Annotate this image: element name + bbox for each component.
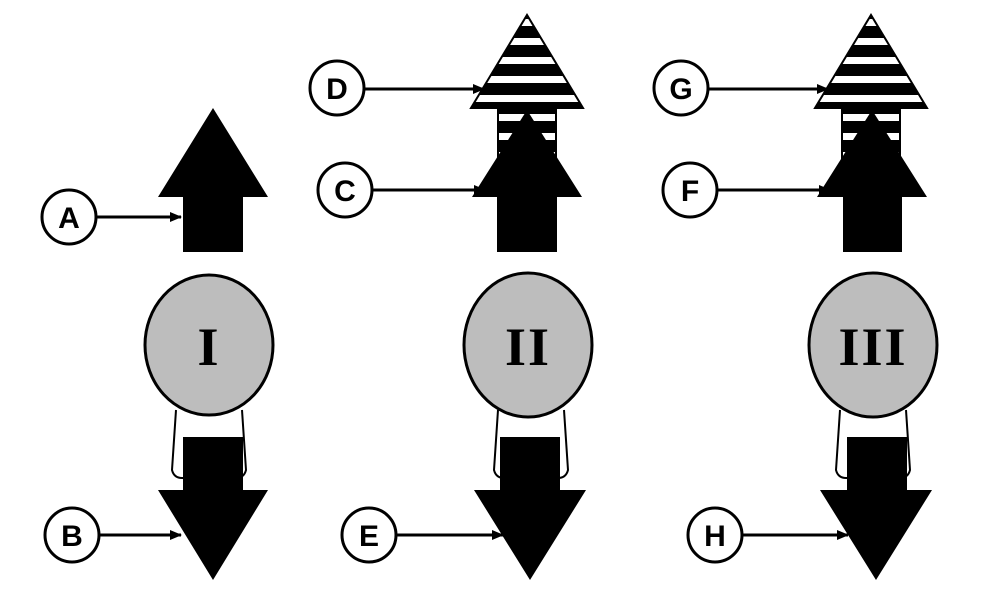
callout-circle-e <box>340 506 398 564</box>
callout-circle-a <box>40 188 98 246</box>
callout-circle-g <box>652 59 710 117</box>
callout-circle-c <box>316 161 374 219</box>
callout-circle-b <box>43 506 101 564</box>
callout-label-c: C <box>334 175 356 208</box>
roman-label-2: II <box>505 317 551 377</box>
callout-label-d: D <box>326 73 348 106</box>
callout-circle-h <box>686 506 744 564</box>
particle-body-3 <box>807 271 939 419</box>
up-arrow-c <box>472 110 582 252</box>
group-3: III G F H <box>652 13 939 580</box>
callout-circle-d <box>308 59 366 117</box>
roman-label-3: III <box>838 317 907 377</box>
group-1: I A B <box>40 108 275 580</box>
callout-label-a: A <box>58 202 80 235</box>
callout-label-e: E <box>359 520 379 553</box>
particle-body-2 <box>462 271 594 419</box>
callout-label-g: G <box>669 73 692 106</box>
down-arrow-h <box>820 437 932 580</box>
callout-label-f: F <box>681 175 699 208</box>
up-arrow-f <box>817 110 927 252</box>
up-arrow-a <box>158 108 268 252</box>
callout-circle-f <box>661 161 719 219</box>
roman-label-1: I <box>197 317 220 377</box>
particle-body-1 <box>143 273 275 417</box>
down-arrow-b <box>158 437 268 580</box>
callout-label-h: H <box>704 520 726 553</box>
down-arrow-e <box>474 437 586 580</box>
group-2: II D C E <box>308 13 594 580</box>
callout-label-b: B <box>61 520 83 553</box>
